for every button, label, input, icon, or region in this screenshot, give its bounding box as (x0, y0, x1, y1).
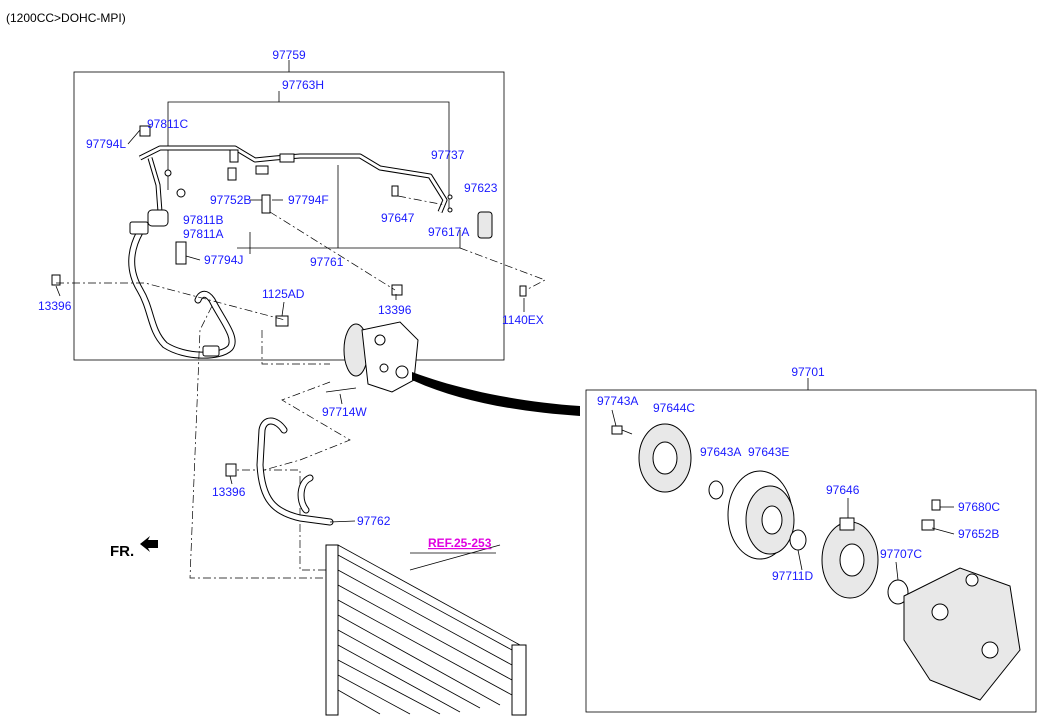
label-97617A[interactable]: 97617A (428, 225, 469, 239)
label-97794L[interactable]: 97794L (86, 137, 126, 151)
label-97701[interactable]: 97701 (791, 365, 825, 379)
label-97652B[interactable]: 97652B (958, 527, 999, 541)
label-97643E[interactable]: 97643E (748, 445, 789, 459)
label-13396-c[interactable]: 13396 (212, 485, 246, 499)
label-97680C[interactable]: 97680C (958, 500, 1000, 514)
label-1125AD[interactable]: 1125AD (262, 287, 305, 301)
compressor-upper (325, 321, 580, 416)
discharge-hose (225, 417, 334, 526)
label-97752B[interactable]: 97752B (210, 193, 251, 207)
front-direction-marker: FR. (110, 536, 158, 560)
front-marker-text: FR. (110, 543, 134, 560)
label-97743A[interactable]: 97743A (597, 394, 638, 408)
condenser (325, 544, 527, 716)
label-97762[interactable]: 97762 (357, 514, 391, 528)
label-97794J[interactable]: 97794J (204, 253, 243, 267)
fittings (51, 125, 527, 327)
label-97763H[interactable]: 97763H (282, 78, 324, 92)
label-97714W[interactable]: 97714W (322, 405, 367, 419)
label-97761[interactable]: 97761 (310, 255, 344, 269)
reference-link[interactable]: REF.25-253 (428, 536, 492, 550)
label-97759[interactable]: 97759 (272, 48, 306, 62)
label-97811A[interactable]: 97811A (183, 227, 223, 241)
label-97643A[interactable]: 97643A (700, 445, 741, 459)
part-labels: 97759 97763H 97811C 97794L 97737 97623 9… (38, 48, 1000, 583)
label-97794F[interactable]: 97794F (288, 193, 329, 207)
label-97623[interactable]: 97623 (464, 181, 498, 195)
label-97707C[interactable]: 97707C (880, 547, 922, 561)
label-97811C[interactable]: 97811C (147, 117, 188, 131)
label-97737[interactable]: 97737 (431, 148, 465, 162)
pressure-pipe (138, 145, 448, 227)
label-leaders (55, 129, 955, 581)
label-97644C[interactable]: 97644C (653, 401, 695, 415)
label-97811B[interactable]: 97811B (183, 213, 223, 227)
label-97647[interactable]: 97647 (381, 211, 415, 225)
label-97711D[interactable]: 97711D (772, 569, 813, 583)
label-97646[interactable]: 97646 (826, 483, 860, 497)
engine-spec-header: (1200CC>DOHC-MPI) (6, 11, 126, 25)
label-1140EX[interactable]: 1140EX (502, 313, 544, 327)
label-13396-b[interactable]: 13396 (378, 303, 412, 317)
label-13396-a[interactable]: 13396 (38, 299, 72, 313)
compressor-detail-box (585, 378, 1037, 713)
suction-hose (128, 221, 236, 359)
